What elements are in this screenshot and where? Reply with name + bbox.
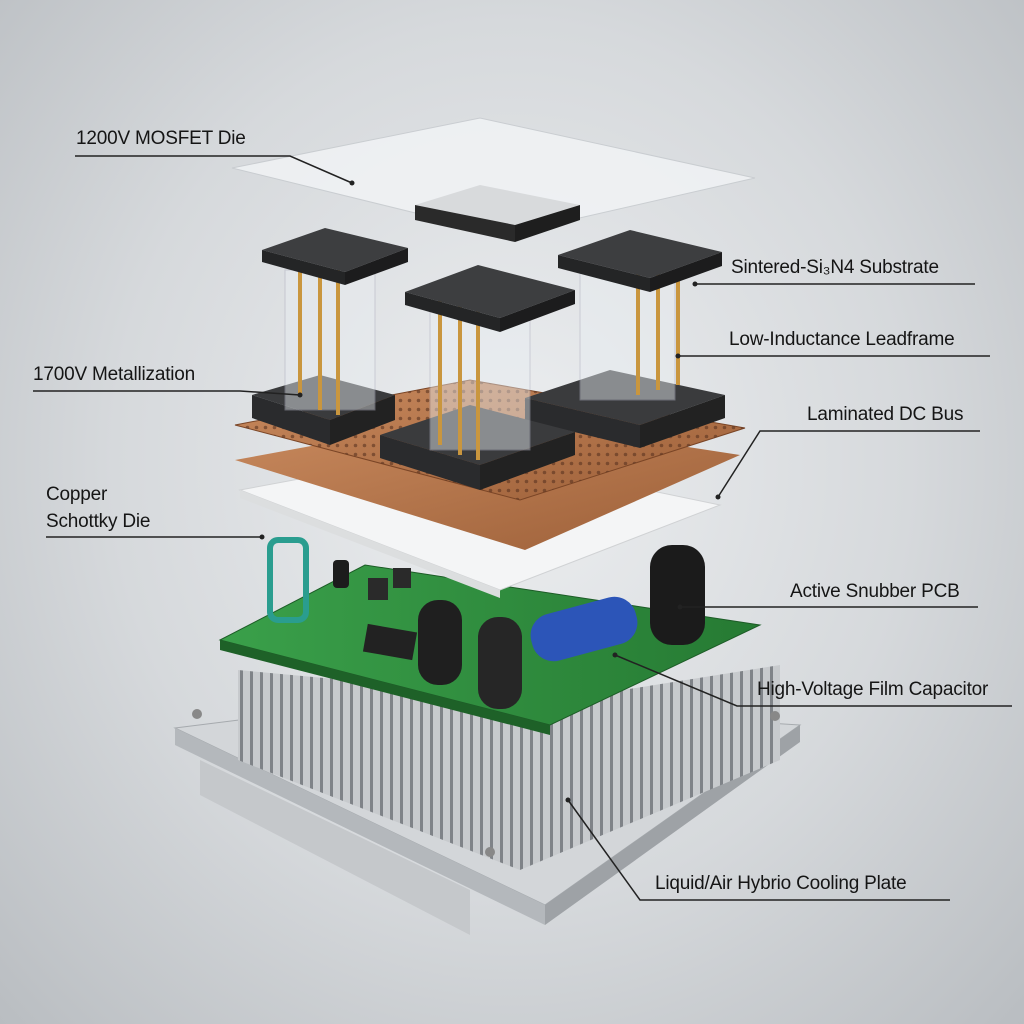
label-leadframe: Low-Inductance Leadframe [729,329,955,350]
label-cooling-plate: Liquid/Air Hybrio Cooling Plate [655,873,907,894]
electrolytic-capacitor [418,600,462,685]
label-schottky-line1: Copper [46,484,108,505]
film-capacitor [530,596,638,662]
cooling-plate [173,665,802,935]
mosfet-die-plate [231,117,756,242]
label-film-capacitor: High-Voltage Film Capacitor [757,679,989,700]
ic-chip [362,623,418,661]
snubber-pcb [218,537,762,735]
power-modules [252,228,725,490]
label-dc-bus: Laminated DC Bus [807,404,964,425]
label-snubber-pcb: Active Snubber PCB [790,581,960,602]
label-substrate: Sintered-Si₃N4 Substrate [731,257,939,278]
electrolytic-capacitor [650,545,705,645]
label-schottky-line2: Schottky Die [46,511,151,532]
electrolytic-capacitor [478,617,522,709]
heatsink-fins [238,665,780,870]
label-mosfet-die: 1200V MOSFET Die [76,128,246,149]
leader-lines [33,155,1012,901]
label-metallization: 1700V Metallization [33,364,196,385]
